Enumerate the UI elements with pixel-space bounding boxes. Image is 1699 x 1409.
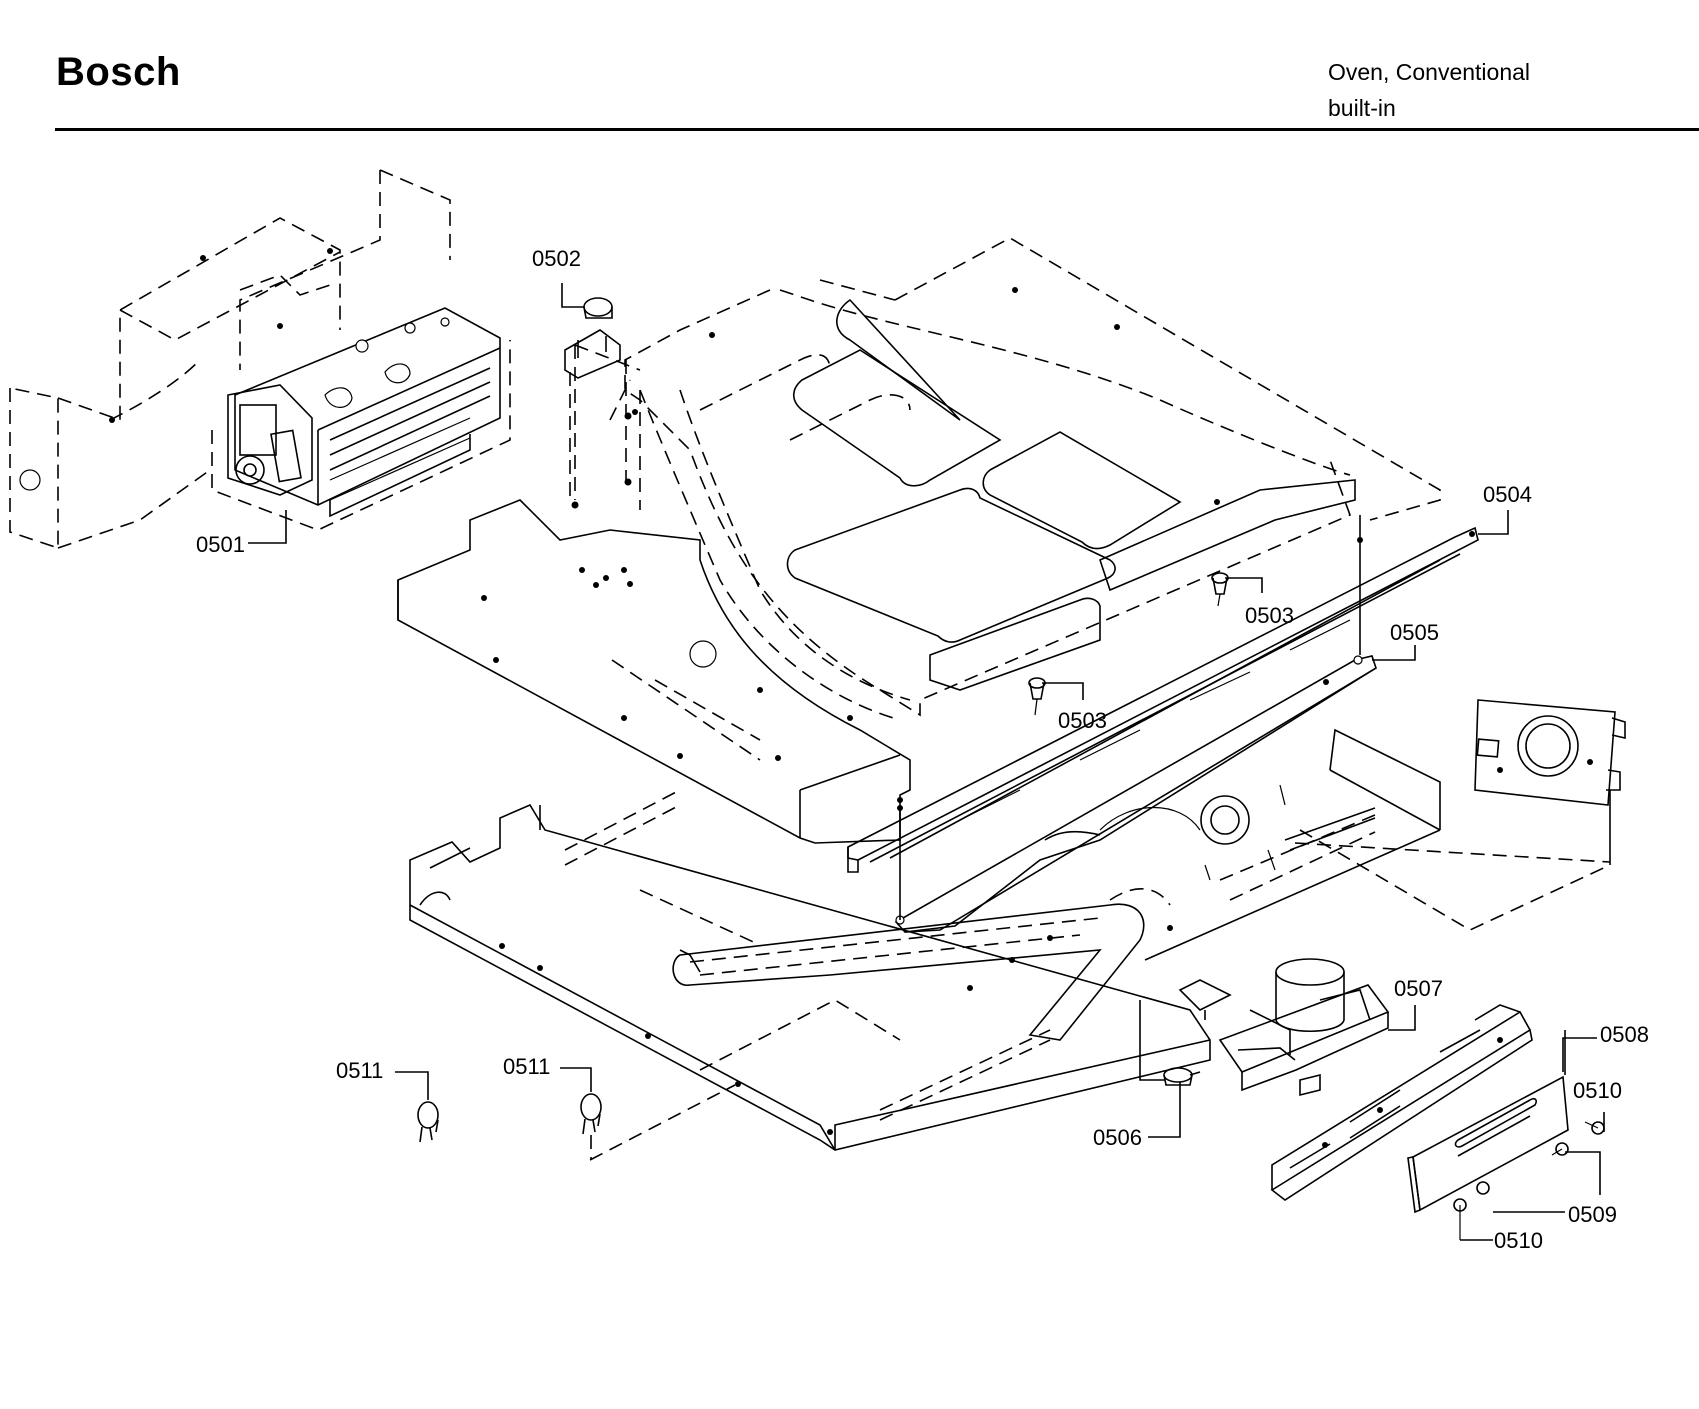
right-side-bracket [1099,728,1441,961]
part-0511-clip-left [417,1101,439,1143]
leader-0511-dashed [589,1084,736,1161]
label-0509: 0509 [1568,1202,1617,1227]
bottom-channel [672,888,1171,1041]
floor-trough [611,389,911,761]
cavity-floor-plate [397,499,911,844]
part-0510-screw-right [1584,1121,1605,1135]
label-0501: 0501 [196,532,245,557]
leader-cover [1294,829,1611,931]
fan-motor-assembly [211,307,511,531]
part-0509-screw [1551,1142,1569,1156]
header-rule [55,128,1699,131]
product-description: Oven, Conventional built-in [1328,54,1530,126]
label-0508: 0508 [1600,1022,1649,1047]
label-0510-right: 0510 [1573,1078,1622,1103]
label-0511-left: 0511 [336,1058,383,1083]
label-0511-right: 0511 [503,1054,550,1079]
label-0503-lower: 0503 [1058,708,1107,733]
product-type: Oven, Conventional [1328,59,1531,85]
part-0511-clip-right [580,1093,602,1135]
product-install: built-in [1328,95,1396,121]
part-0509-screw-mid [1476,1181,1490,1195]
part-0508-control-bracket [1270,1004,1533,1201]
part-0510-screw-bottom [1453,1198,1467,1240]
brand-title: Bosch [56,50,181,94]
part-0508-face-panel [1407,1030,1569,1214]
part-0507-motor [1178,958,1390,1097]
leader-lines [248,283,1605,1241]
label-0504: 0504 [1483,482,1532,507]
pin-guides [897,515,1363,920]
label-0506: 0506 [1093,1125,1142,1150]
label-0507: 0507 [1394,976,1443,1001]
part-0502-thermostat [564,297,632,509]
part-0505-seal-strip [894,655,1377,933]
label-0505: 0505 [1390,620,1439,645]
part-0506-sensor [1139,1000,1201,1086]
part-0504-front-trim [847,526,1479,873]
label-0510-bottom: 0510 [1494,1228,1543,1253]
top-cover-plate [574,237,1441,717]
cover-plate-windows [786,298,1356,691]
bottom-pan [409,789,1376,1151]
cavity-side-wall [9,169,451,550]
label-0503-upper: 0503 [1245,603,1294,628]
label-0502: 0502 [532,246,581,271]
motor-cover-plate [1474,699,1626,865]
